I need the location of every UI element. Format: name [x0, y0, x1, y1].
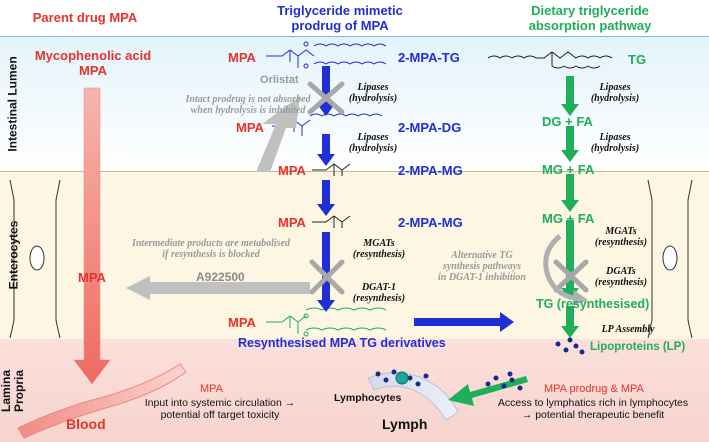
- header-parent-drug: Parent drug MPA: [32, 10, 138, 25]
- dietary-lipases-2: Lipases (hydrolysis): [590, 132, 640, 154]
- orlistat-note: Intact prodrug is not absorbed when hydr…: [185, 94, 311, 116]
- dietary-mgfa-label-1: MG + FA: [542, 162, 595, 177]
- enterocytes-region: [0, 171, 709, 341]
- lymph-benefit-note: Access to lymphatics rich in lymphocytes…: [497, 397, 689, 421]
- region-label-enterocytes: Enterocytes: [6, 220, 21, 290]
- mpa-drug-name: Mycophenolic acid MPA: [34, 48, 152, 78]
- alternative-pathway-arrow: [543, 234, 577, 301]
- region-label-lamina: Lamina Propria: [0, 369, 27, 412]
- mpa-enterocyte-label: MPA: [78, 270, 106, 285]
- metabolised-note: Intermediate products are metabolised if…: [131, 238, 291, 260]
- dgat-cross-icon: [553, 259, 589, 293]
- lipoproteins-label: Lipoproteins (LP): [590, 341, 686, 353]
- header-dietary: Dietary triglyceride absorption pathway: [528, 3, 652, 33]
- tg-resynthesised-label: TG (resynthesised): [536, 297, 650, 311]
- systemic-circulation-note: Input into systemic circulation → potent…: [144, 397, 296, 421]
- lymph-vessel: [367, 372, 459, 421]
- dietary-dgats: DGATs (resynthesis): [594, 266, 648, 288]
- lp-assembly-label: LP Assembly: [601, 324, 655, 335]
- prodrug-lipases-1: Lipases (hydrolysis): [348, 82, 398, 104]
- prodrug-mg-label-1: 2-MPA-MG: [398, 163, 463, 178]
- mpa-absorption-arrow: [73, 87, 111, 385]
- mpa-tag-dg: MPA: [236, 120, 264, 135]
- orlistat-label: Orlistat: [260, 74, 299, 86]
- dietary-mgats: MGATs (resynthesis): [594, 226, 648, 248]
- resynthesised-tg-label: Resynthesised MPA TG derivatives: [238, 336, 446, 350]
- prodrug-dg-label: 2-MPA-DG: [398, 120, 462, 135]
- metabolised-arrow: [126, 276, 310, 300]
- orlistat-inhibition-arrow: [256, 96, 300, 172]
- lymphocyte-icon: [395, 371, 409, 385]
- orlistat-cross-icon: [307, 81, 345, 115]
- lipoprotein-particles: [375, 337, 585, 391]
- blood-label: Blood: [66, 416, 106, 432]
- prodrug-tg-label: 2-MPA-TG: [398, 50, 460, 65]
- a922500-label: A922500: [196, 270, 245, 284]
- lymphocytes-label: Lymphocytes: [334, 392, 402, 404]
- dietary-mgfa-label-2: MG + FA: [542, 211, 595, 226]
- dietary-green-arrows: [448, 76, 579, 406]
- lymph-label: Lymph: [382, 416, 428, 432]
- a922500-cross-icon: [309, 259, 345, 295]
- prodrug-mg-label-2: 2-MPA-MG: [398, 215, 463, 230]
- dietary-dgfa-label: DG + FA: [542, 114, 593, 129]
- resynthesised-tg-structure: [266, 307, 387, 337]
- prodrug-mgats: MGATs (resynthesis): [352, 238, 406, 260]
- region-label-lumen: Intestinal Lumen: [6, 55, 20, 152]
- alternative-pathway-arrowhead: [572, 290, 588, 306]
- header-prodrug: Triglyceride mimetic prodrug of MPA: [277, 3, 403, 33]
- dietary-tg-structure: [487, 51, 613, 69]
- lamina-propria-region: [0, 339, 709, 442]
- prodrug-lipases-2: Lipases (hydrolysis): [348, 132, 398, 154]
- alternative-pathway-note: Alternative TG synthesis pathways in DGA…: [438, 250, 526, 283]
- mpa-tag-tg: MPA: [228, 50, 256, 65]
- systemic-mpa-title: MPA: [200, 383, 224, 395]
- blood-vessel: [17, 363, 187, 439]
- prodrug-blue-arrows: [317, 66, 514, 332]
- mpa-tag-mg-2: MPA: [278, 215, 306, 230]
- mpa-tag-resynth: MPA: [228, 315, 256, 330]
- mpa-tag-mg-1: MPA: [278, 163, 306, 178]
- dietary-lipases-1: Lipases (hydrolysis): [590, 82, 640, 104]
- prodrug-dgat1: DGAT-1 (resynthesis): [352, 282, 406, 304]
- intestinal-lumen-region: [0, 36, 709, 172]
- mpa-mg-structure-1: [312, 163, 351, 176]
- mpa-tg-structure: [266, 41, 387, 69]
- mpa-mg-structure-2: [312, 215, 351, 228]
- lymph-prodrug-title: MPA prodrug & MPA: [544, 383, 644, 395]
- dietary-tg-label: TG: [628, 52, 647, 67]
- enterocyte-cell-outlines: [9, 179, 693, 339]
